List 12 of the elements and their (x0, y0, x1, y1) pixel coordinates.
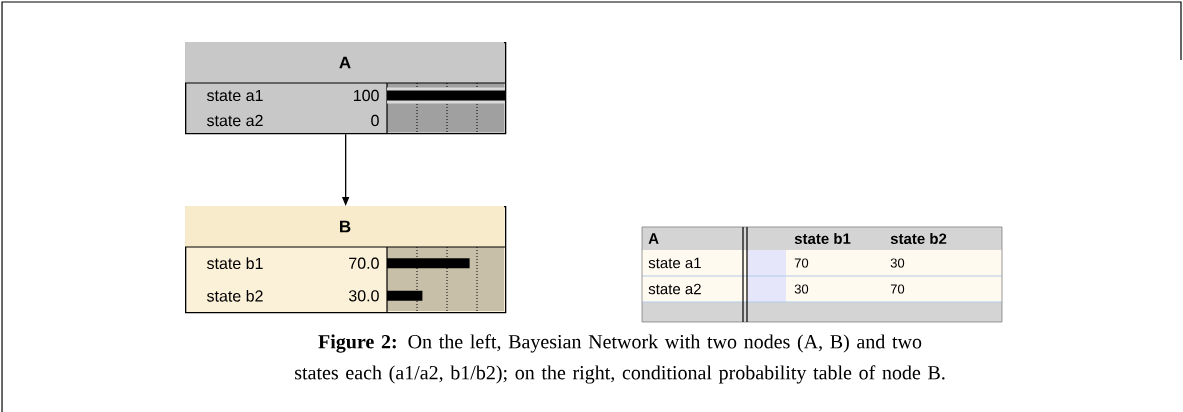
network-node: A state a1 100 state a2 0 (184, 42, 507, 135)
table-cell: state b1 (794, 233, 851, 244)
table-cell: 70 (890, 284, 905, 294)
table-cell: state a1 (648, 257, 701, 269)
table-cell: A (648, 233, 659, 244)
caption: Figure 2: On the left, Bayesian Network with two nodes (A, B) and two states each (a1/a2, b1/b2); on the right, conditional probability table of node B. (295, 334, 945, 384)
network-node: B state b1 70.0 state b2 30.0 (184, 206, 507, 314)
table-cell: 30 (794, 284, 809, 294)
table-cell: 70 (794, 258, 809, 268)
table-cell: state a2 (648, 283, 701, 295)
table-cell: state b2 (890, 233, 947, 244)
table-cell: 30 (890, 258, 905, 268)
